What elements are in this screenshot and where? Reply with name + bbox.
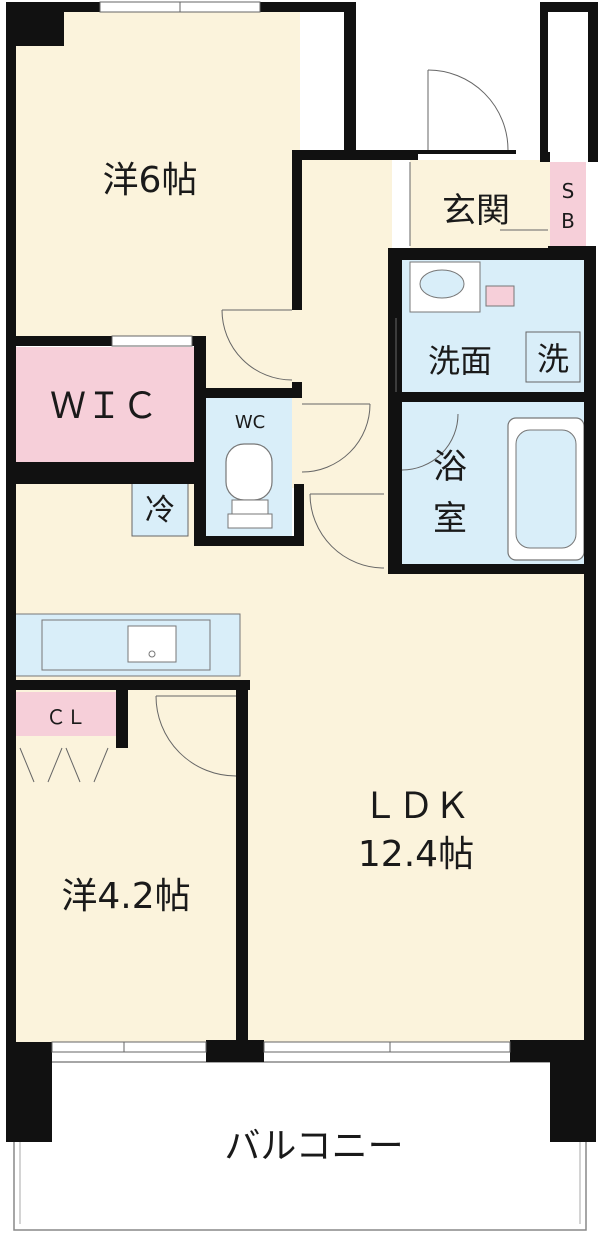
label-washer: 洗 xyxy=(537,340,569,378)
label-wc: WC xyxy=(235,412,265,433)
label-ldk-name: ＬＤＫ xyxy=(362,786,470,827)
room-labels: 洋6帖 ＷＩＣ 冷 WC 玄関 S B 洗面 洗 浴 室 ＣＬ ＬＤＫ 12.4… xyxy=(46,160,581,1167)
closet-doors xyxy=(19,747,109,783)
label-wic: ＷＩＣ xyxy=(50,386,158,427)
kitchen-counter xyxy=(13,613,241,677)
label-bath-2: 室 xyxy=(433,499,467,539)
windows xyxy=(51,1,588,1053)
closet-floor xyxy=(14,692,118,736)
label-balcony: バルコニー xyxy=(224,1126,403,1167)
entrance-floor xyxy=(410,160,550,248)
label-sb-s: S xyxy=(562,179,575,203)
label-western-6: 洋6帖 xyxy=(103,160,198,201)
washbasin xyxy=(409,261,515,313)
toilet xyxy=(225,443,273,529)
balcony xyxy=(13,1061,587,1231)
label-bath-1: 浴 xyxy=(433,447,467,487)
label-washroom: 洗面 xyxy=(428,342,492,380)
label-ldk-size: 12.4帖 xyxy=(358,834,474,875)
walls xyxy=(6,2,598,1142)
bathtub xyxy=(507,417,585,561)
label-entrance: 玄関 xyxy=(442,191,510,231)
label-closet: ＣＬ xyxy=(46,705,86,729)
label-western-42: 洋4.2帖 xyxy=(61,876,190,917)
fridge-space xyxy=(131,479,189,537)
doors xyxy=(19,69,548,783)
bath-door xyxy=(401,413,459,471)
room-wic-floor xyxy=(14,347,196,463)
sink xyxy=(127,625,177,663)
label-sb-b: B xyxy=(561,209,575,233)
washer-space xyxy=(525,331,581,383)
label-fridge: 冷 xyxy=(145,493,175,528)
shoebox-floor xyxy=(550,162,586,246)
